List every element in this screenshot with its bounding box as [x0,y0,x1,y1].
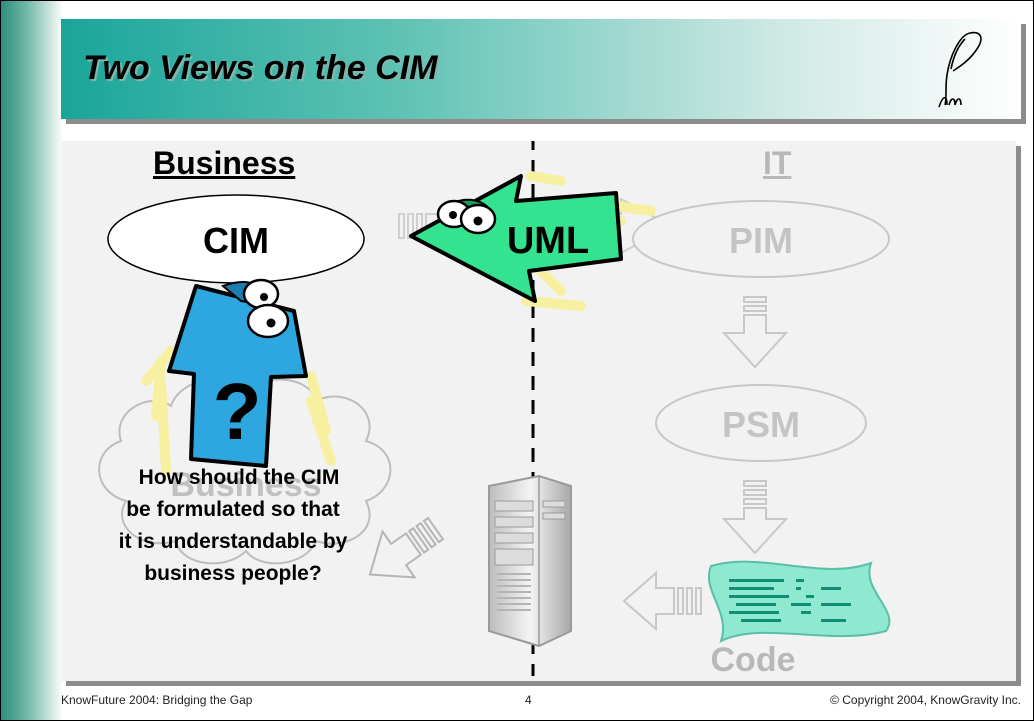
uml-arrow-icon: UML [409,171,656,311]
question-text: How should the CIM be formulated so that… [119,466,348,585]
business-heading: Business [153,145,296,181]
psm-label: PSM [722,404,800,445]
psm-to-code-arrow [721,480,789,555]
psm-ellipse [655,384,867,462]
diagram: PIM PSM [98,141,891,679]
question-line-1: How should the CIM [139,466,340,489]
page-number: 4 [525,693,532,707]
uml-label: UML [507,220,589,262]
it-heading: IT [763,145,792,181]
question-line-3: it is understandable by [119,530,348,553]
question-mark-label: ? [213,367,262,456]
server-to-business-arrow [368,516,445,579]
code-lines [729,579,851,622]
footer-right: © Copyright 2004, KnowGravity Inc. [830,693,1021,707]
quill-logo-icon [938,31,982,108]
pim-to-psm-arrow [721,296,789,369]
code-to-server-arrow [622,570,702,632]
pim-label: PIM [729,220,793,261]
question-line-4: business people? [144,562,321,585]
pim-ellipse [632,200,890,278]
code-label: Code [711,641,796,679]
content-panel: PIM PSM [61,141,1016,681]
slide-title: Two Views on the CIM [83,49,438,87]
cim-label: CIM [203,220,269,261]
question-line-2: be formulated so that [126,498,340,521]
server-icon [488,474,572,648]
question-arrow-icon: ? [141,278,336,476]
code-document [708,560,891,643]
title-bar: Two Views on the CIM [61,19,1021,119]
footer-left: KnowFuture 2004: Bridging the Gap [61,693,253,707]
business-cloud-label: Business [170,466,321,504]
